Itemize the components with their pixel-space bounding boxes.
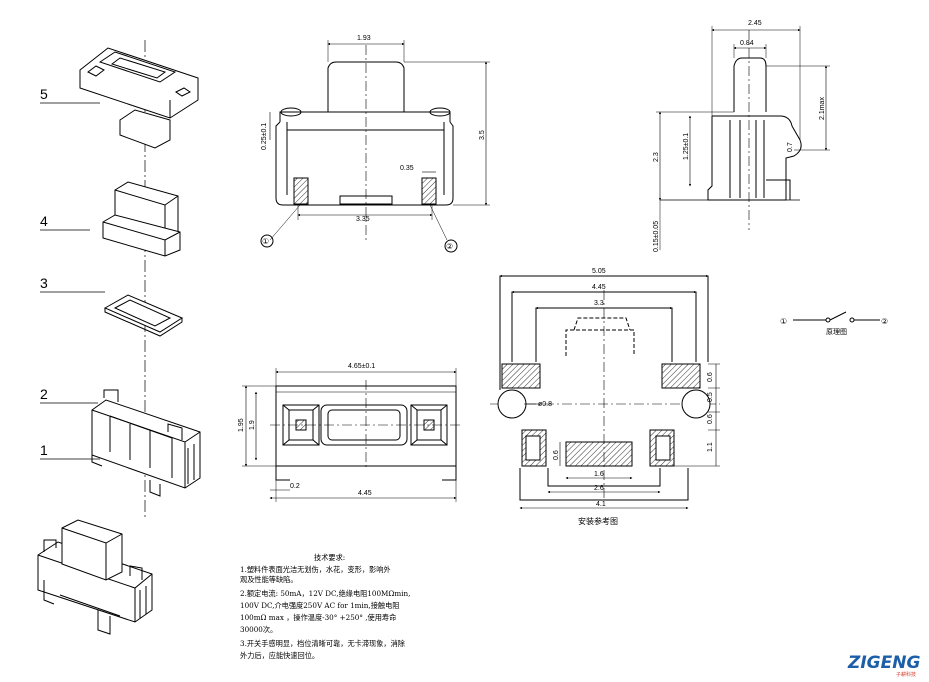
part-label-3: 3: [40, 275, 48, 291]
dim-fp-r2: 0.5: [707, 392, 714, 402]
part-label-5: 5: [40, 86, 48, 102]
front-marker-2: ②: [446, 242, 453, 251]
dim-side-width: 2.45: [748, 20, 762, 27]
footprint-caption: 安装参考图: [578, 516, 618, 526]
footprint-view: [490, 274, 720, 510]
notes-line: 100mΩ max ，操作温度-30° +250° ,使用寿命: [240, 613, 396, 622]
dim-height: 3.5: [479, 130, 486, 140]
part-assembled: [37, 519, 153, 635]
logo-name: ZIGENG: [847, 653, 920, 673]
schematic-caption: 原理图: [826, 328, 847, 336]
front-view: [260, 40, 490, 253]
part-label-4: 4: [40, 213, 48, 229]
technical-notes: 技术要求: 1.塑料件表面光洁无划伤，水花，变形，影响外 观及性能等缺陷。 2.…: [240, 553, 410, 660]
notes-line: 30000次。: [240, 625, 277, 634]
dim-fp-w5: 2.6: [594, 485, 604, 492]
part-dome: [103, 294, 184, 337]
side-view: [656, 26, 830, 250]
dim-base: 0.15±0.05: [653, 221, 660, 252]
logo-sub: 子耕科技: [896, 671, 916, 678]
dim-fp-r1: 0.6: [707, 372, 714, 382]
company-logo: ZIGENG 子耕科技: [847, 653, 920, 678]
switch-schematic: [793, 311, 880, 323]
notes-line: 100V DC,介电强度250V AC for 1min,接触电阻: [240, 601, 399, 610]
dim-fp-hole: ø0.8: [538, 401, 552, 408]
dim-side-tol: 0.25±0.1: [261, 123, 268, 150]
dim-top-width: 1.93: [357, 35, 371, 42]
part-cover: [79, 47, 199, 149]
part-label-1: 1: [40, 442, 48, 458]
dim-fp-w1: 5.05: [592, 268, 606, 275]
dim-top-view-h2: 1.9: [249, 420, 256, 430]
dim-stroke: 2.1max: [819, 97, 826, 120]
dim-side-height: 2.3: [653, 152, 660, 162]
dim-fp-w3: 3.3: [594, 300, 604, 307]
notes-line: 2.额定电流: 50mA，12V DC,绝缘电阻100MΩmin,: [240, 589, 410, 598]
dim-top-view-span: 4.45: [358, 490, 372, 497]
schematic-terminal-2: ②: [881, 317, 888, 326]
dim-fp-w4: 1.6: [594, 471, 604, 478]
front-marker-1: ①: [262, 237, 269, 246]
dim-fp-pad-h: 0.6: [553, 450, 560, 460]
exploded-view: [37, 40, 201, 635]
dim-pitch: 3.35: [356, 216, 370, 223]
notes-title: 技术要求:: [314, 553, 345, 562]
dim-top-view-h1: 1.95: [238, 418, 245, 432]
schematic-terminal-1: ①: [780, 317, 787, 326]
dim-fp-r4: 1.1: [707, 442, 714, 452]
notes-line: 观及性能等缺陷。: [240, 575, 298, 584]
notes-line: 外力后，应能快速回位。: [240, 651, 319, 660]
notes-line: 3.开关手感明显，档位清晰可靠，无卡滞现象，消除: [240, 639, 405, 648]
part-base: [91, 389, 201, 497]
dim-stem: 0.84: [740, 40, 754, 47]
dim-travel: 1.25±0.1: [683, 133, 690, 160]
dim-fp-w2: 4.45: [592, 284, 606, 291]
part-label-2: 2: [40, 386, 48, 402]
notes-line: 1.塑料件表面光洁无划伤，水花，变形，影响外: [240, 565, 391, 574]
dim-radius: 0.7: [787, 142, 794, 152]
dim-top-view-pad: 0.2: [290, 483, 300, 490]
dim-top-view-width: 4.65±0.1: [348, 363, 375, 370]
dim-fp-w6: 4.1: [596, 501, 606, 508]
dim-fp-r3: 0.6: [707, 414, 714, 424]
dim-pin-width: 0.35: [400, 165, 414, 172]
top-view: [242, 368, 462, 502]
part-actuator: [102, 181, 181, 257]
